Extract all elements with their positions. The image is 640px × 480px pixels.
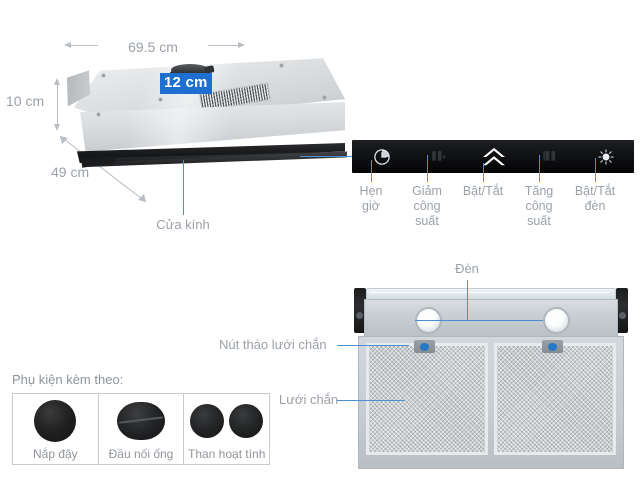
control-button-timer[interactable] [356,140,408,173]
width-dimension-arrow-right [238,41,245,48]
accessory-art-connector [99,398,184,444]
control-button-power[interactable] [468,140,520,173]
underside-lamp-right [543,307,570,334]
accessory-item-connector: Đầu nối ống [99,394,185,464]
accessories-title: Phụ kiện kèm theo: [12,372,124,387]
control-label-leader-increase [539,155,540,182]
lamp-leader-vertical [467,280,468,320]
grease-filter-label: Lưới chắn [279,392,339,407]
control-label-power-line1: Bật/Tắt [462,184,504,198]
hood-screw [97,113,100,116]
underside-top-band [364,299,618,338]
underside-illustration [352,288,630,473]
accessory-label-carbon: Than hoạt tính [187,447,266,461]
control-panel-leader [300,156,354,157]
depth-dimension-line [59,135,147,203]
lamp-label: Đèn [455,261,479,276]
filter-release-button-right[interactable] [542,340,563,353]
accessory-label-cap: Nắp đậy [32,447,78,461]
control-label-leader-decrease [427,155,428,182]
hood-screw [102,74,105,77]
control-button-light[interactable] [580,140,632,173]
control-label-timer-line1: Hẹn [359,184,383,198]
double-chevron-up-icon [483,147,505,165]
height-dimension-arrow-up [53,78,60,85]
control-panel-labels: Hẹn giờ Giảm công suất Bật/Tắt Tăng công… [340,184,640,246]
depth-dimension-label: 49 cm [48,165,93,179]
accessory-item-carbon: Than hoạt tính [184,394,269,464]
filter-release-button-left[interactable] [414,340,435,353]
control-button-increase-power[interactable] [524,140,576,173]
duct-connector-icon [117,402,165,440]
control-label-leader-timer [371,160,372,182]
accessory-art-cap [13,398,98,444]
filter-release-dot-right [548,343,557,351]
underside-hinge-pin-right [619,312,626,319]
width-dimension-arrow-left [64,41,71,48]
control-label-decrease-line1: Giảm [412,184,442,198]
fan-decrease-icon [432,150,446,161]
control-label-light-line1: Bật/Tắt [574,184,616,198]
control-label-light: Bật/Tắt đèn [564,184,626,214]
control-label-timer: Hẹn giờ [340,184,402,214]
height-dimension-label: 10 cm [6,93,45,109]
lamp-leader-to-right-lamp [467,320,543,321]
accessory-art-carbon [184,398,269,444]
round-cap-icon [34,400,77,442]
glass-door-label: Cửa kính [156,217,210,232]
control-panel[interactable] [352,140,634,173]
accessory-item-cap: Nắp đậy [13,394,99,464]
hood-screw [323,96,326,99]
control-label-decrease-line3: suất [415,214,439,228]
grease-filter-leader [337,400,405,401]
lamp-leader-to-left-lamp [415,320,467,321]
control-label-increase-line2: công [525,199,553,213]
hood-screw [280,64,283,67]
filter-release-dot-left [420,343,429,351]
control-label-increase-power: Tăng công suất [508,184,570,229]
accessories-box: Nắp đậy Đầu nối ống Than hoạt tính [12,393,270,465]
range-hood-illustration [55,55,347,190]
grease-filter-left[interactable] [366,343,488,455]
underside-hinge-right [616,288,628,333]
control-label-increase-line3: suất [527,214,551,228]
glass-door-leader-vertical [183,160,184,215]
accessory-label-connector: Đầu nối ống [108,447,174,461]
control-label-decrease-power: Giảm công suất [396,184,458,229]
fan-increase-icon [543,150,556,161]
height-dimension-line [57,84,58,124]
control-label-light-line2: đèn [584,199,606,213]
width-dimension-label: 69.5 cm [98,40,208,54]
control-label-timer-line2: giờ [362,199,380,213]
control-button-decrease-power[interactable] [412,140,464,173]
control-label-decrease-line2: công [413,199,441,213]
control-label-increase-line1: Tăng [524,184,554,198]
filter-release-label: Nút tháo lưới chắn [219,337,327,352]
duct-diameter-badge: 12 cm [160,73,212,94]
hood-screw [159,98,162,101]
control-label-leader-light [595,158,596,182]
carbon-filter-icon [229,404,264,438]
control-label-power: Bật/Tắt [452,184,514,199]
underside-glass-highlight [370,292,610,293]
underside-hinge-left [354,288,366,333]
filter-release-leader [337,345,409,346]
height-dimension-arrow-down [53,124,60,131]
carbon-filter-icon [190,404,225,438]
light-bulb-icon [598,148,614,165]
underside-hinge-pin-left [356,312,363,319]
control-label-leader-power [483,163,484,182]
hood-left-side [67,70,91,107]
grease-filter-right[interactable] [494,343,616,455]
underside-body [358,336,624,469]
timer-clock-icon [374,148,390,165]
